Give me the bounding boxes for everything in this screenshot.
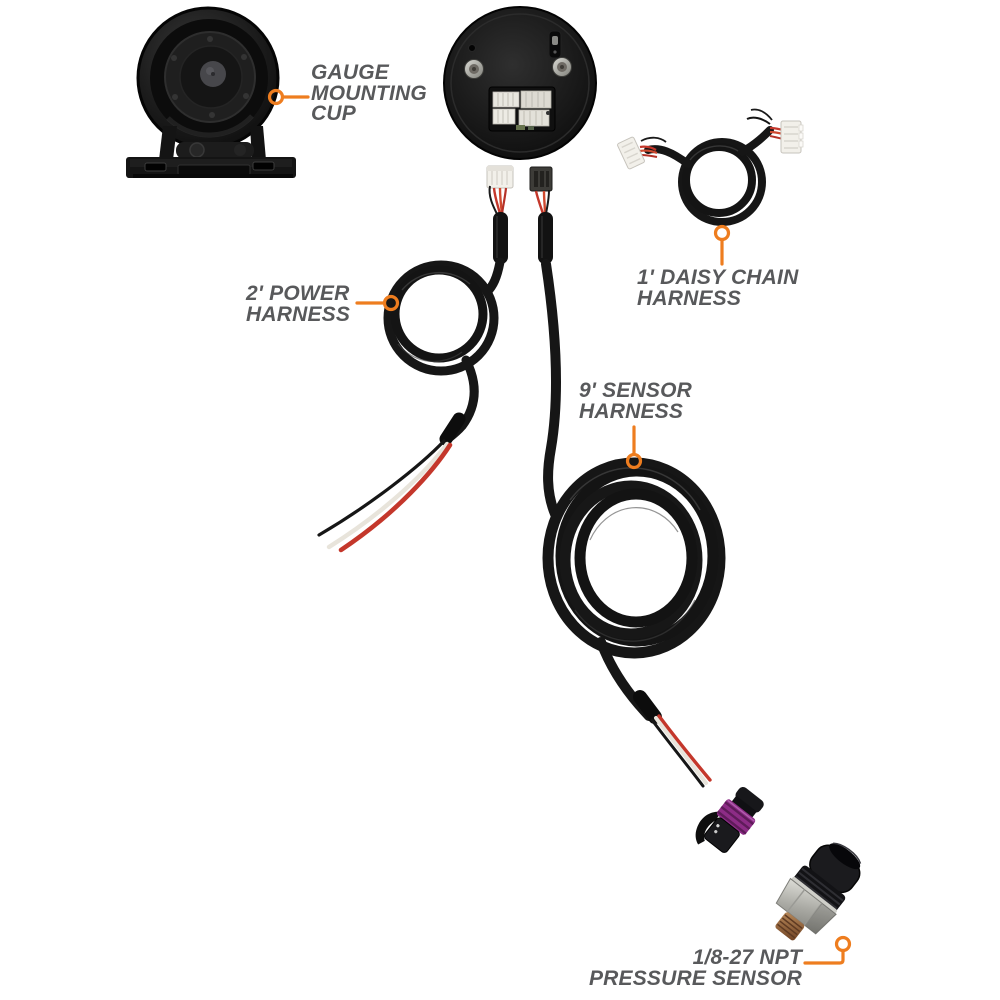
callout-label-gauge-mounting-cup: GAUGE MOUNTING CUP (311, 61, 427, 125)
daisy-chain-harness-image (617, 108, 804, 226)
callout-pointer-gauge-mounting-cup (267, 88, 310, 106)
gauge-stud-right (552, 57, 572, 77)
sensor-harness-connector (529, 166, 553, 192)
gauge-mounting-cup-image (126, 6, 296, 178)
sensor-plug-connector (695, 786, 764, 853)
callout-pointer-power-harness (355, 294, 400, 312)
callout-pointer-daisy-chain-harness (713, 224, 731, 266)
daisy-connector-left (617, 136, 645, 170)
callout-label-daisy-chain-harness: 1' DAISY CHAIN HARNESS (637, 266, 799, 310)
pressure-sensor-body (775, 842, 862, 941)
power-harness-image (317, 165, 514, 553)
callout-pointer-pressure-sensor (803, 935, 852, 965)
pressure-sensor-image (695, 786, 862, 941)
callout-pointer-sensor-harness (625, 425, 643, 470)
gauge-stud-left (464, 59, 484, 79)
sensor-harness-image (529, 166, 726, 788)
callout-label-pressure-sensor: 1/8-27 NPT PRESSURE SENSOR (588, 946, 802, 990)
gauge-back-image (443, 6, 597, 160)
power-connector (486, 165, 514, 189)
callout-label-sensor-harness: 9' SENSOR HARNESS (579, 379, 692, 423)
callout-label-power-harness: 2' POWER HARNESS (246, 282, 351, 326)
daisy-connector-right (780, 120, 804, 154)
